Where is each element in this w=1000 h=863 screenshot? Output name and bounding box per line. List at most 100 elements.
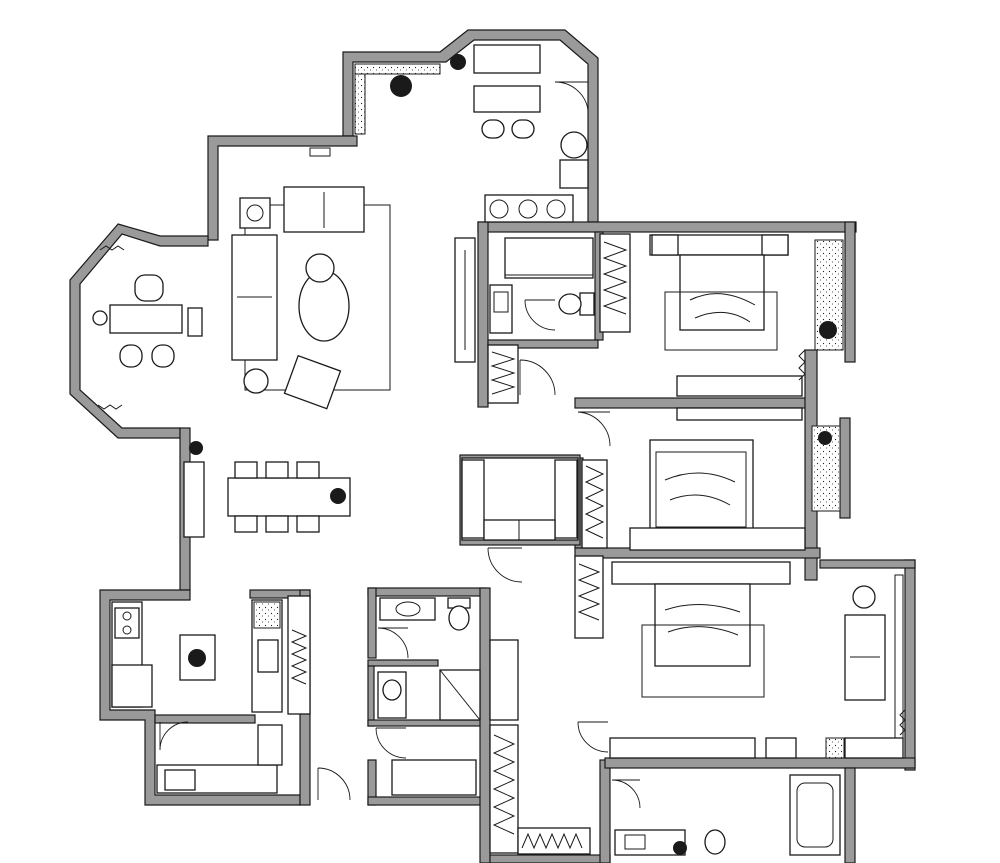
door-swing — [159, 721, 189, 751]
washer-icon — [546, 199, 566, 219]
potted-plant-icon — [330, 488, 346, 504]
door-swing — [487, 547, 523, 583]
round-stool — [243, 368, 269, 394]
side-table-round — [305, 253, 335, 283]
washer-icon — [489, 199, 509, 219]
vanity — [489, 284, 513, 334]
sideboard — [183, 461, 205, 538]
laundry — [484, 194, 574, 223]
double-bed — [649, 439, 754, 531]
curtain — [899, 709, 906, 736]
lamp-icon — [92, 310, 108, 326]
bedroom-2 — [577, 411, 841, 551]
potted-plant-icon — [390, 75, 412, 97]
wall-bath2-east — [844, 767, 856, 863]
chair — [265, 461, 289, 479]
bedroom-3 — [577, 561, 906, 759]
cabinet-black — [765, 737, 797, 759]
stool — [151, 344, 175, 368]
dining-table — [227, 477, 351, 517]
wall-master-bot — [574, 397, 811, 409]
bed-runner — [641, 624, 765, 698]
wall-guestbath-floor — [367, 796, 489, 806]
storage — [825, 737, 845, 759]
bed-runner — [664, 291, 778, 351]
wall-master-top — [477, 221, 857, 233]
stove — [114, 607, 140, 639]
cabinet — [559, 159, 589, 189]
shower-tray — [504, 237, 594, 279]
wall-guestbath-bot — [367, 719, 489, 727]
wall-bed3-east — [904, 559, 916, 771]
wall-kitchen-inner — [154, 714, 256, 724]
bar-stool — [511, 119, 535, 139]
toilet-icon — [448, 605, 470, 631]
lamp-icon — [246, 204, 264, 222]
toilet-icon — [704, 829, 726, 855]
bathtub-inner — [796, 782, 834, 848]
wall-bed3-bot — [604, 757, 916, 769]
wall-bed3-top — [819, 559, 916, 569]
sink — [257, 639, 279, 673]
living-room — [231, 147, 391, 410]
nightstand — [761, 234, 789, 256]
balcony-top — [354, 44, 589, 189]
nightstand-row — [629, 527, 806, 551]
wardrobe — [599, 233, 631, 333]
wardrobe — [581, 459, 608, 549]
door-swing — [375, 727, 407, 759]
bathtub — [789, 774, 841, 856]
kitchen — [111, 599, 283, 794]
chair — [296, 461, 320, 479]
chair — [234, 461, 258, 479]
door-swing — [577, 721, 609, 753]
door-swing — [519, 359, 556, 396]
side-table-round — [852, 585, 876, 609]
bed-frame — [655, 451, 747, 528]
round-table — [560, 131, 588, 159]
wall-master-bathsep — [487, 339, 599, 349]
chair — [234, 515, 258, 533]
planter-strip — [354, 63, 441, 75]
misc — [454, 237, 845, 759]
guest-bath — [317, 597, 481, 801]
chair — [265, 515, 289, 533]
wall-master-balcony — [844, 221, 856, 363]
study-bay — [92, 245, 203, 410]
planter-strip-side — [354, 73, 366, 135]
closet-cabinet — [461, 459, 485, 539]
master-bedroom — [649, 234, 844, 421]
desk-lower — [473, 85, 541, 113]
stove-2 — [257, 724, 283, 766]
curtain — [99, 245, 125, 251]
console — [489, 639, 519, 721]
chair — [296, 515, 320, 533]
desk — [109, 304, 183, 334]
wall-bed2-balcony — [839, 417, 851, 519]
wardrobe — [574, 555, 604, 639]
basin-counter — [379, 597, 436, 621]
bath-bench — [391, 759, 477, 796]
closet-core — [461, 457, 579, 541]
wall-kitchen-outer — [99, 589, 301, 806]
closet-cabinet — [554, 459, 578, 539]
wall-balcony-top — [342, 29, 599, 223]
ensuite — [489, 237, 595, 396]
stool — [119, 344, 143, 368]
door-swing — [377, 627, 409, 659]
bar-stool — [481, 119, 505, 139]
washer-icon — [518, 199, 538, 219]
curtain — [97, 404, 123, 410]
nightstand — [651, 234, 679, 256]
tv-cabinet — [609, 737, 756, 759]
curtain — [798, 349, 806, 381]
door-swing — [611, 779, 641, 809]
potted-plant-icon — [819, 321, 837, 339]
wall-guestbath-west — [367, 587, 377, 659]
toilet-icon — [558, 293, 582, 315]
toilet-tank — [579, 292, 595, 316]
dining — [183, 441, 351, 538]
door-swing — [554, 81, 589, 111]
wardrobe-bottom — [517, 827, 591, 855]
wall-guestbath-top — [367, 587, 487, 597]
